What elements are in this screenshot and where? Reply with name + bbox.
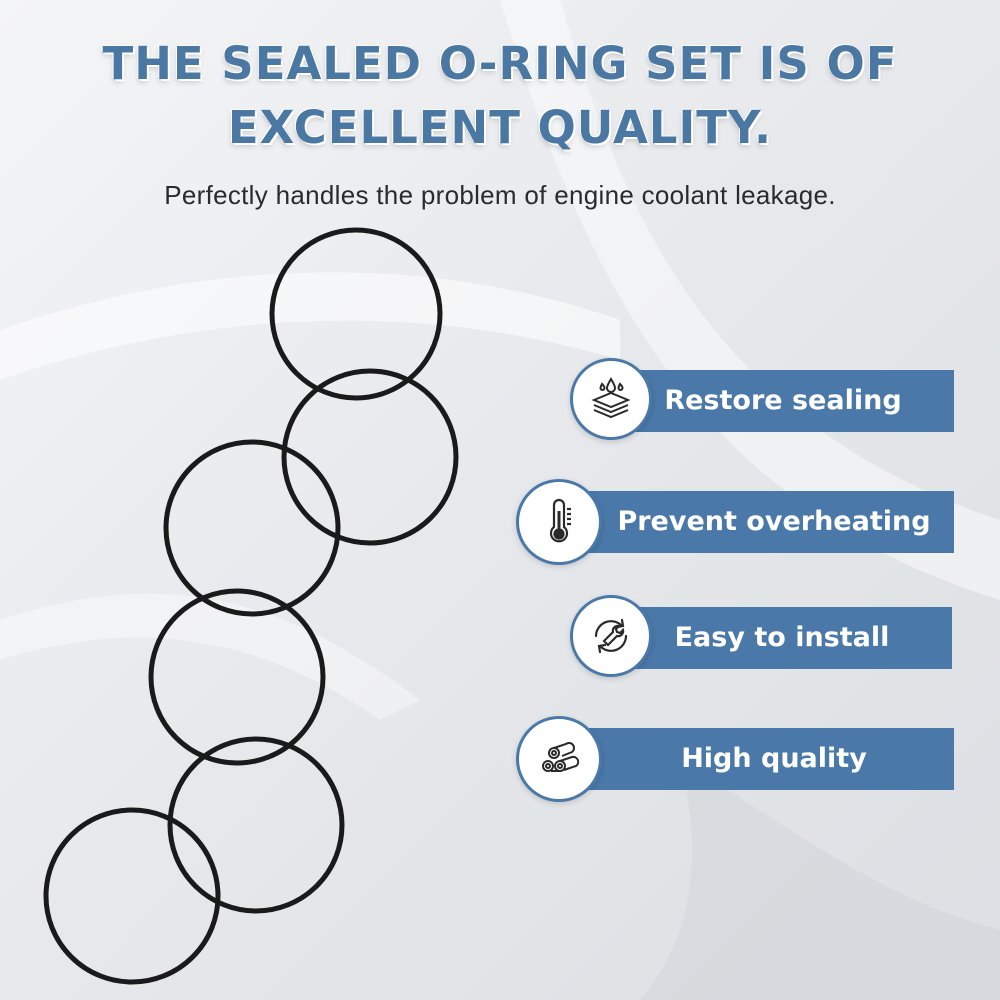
o-ring [43, 807, 221, 985]
headline-line-1: THE SEALED O-RING SET IS OF [102, 37, 898, 90]
o-ring [163, 439, 341, 617]
feature-label-bar: Easy to install [612, 607, 952, 669]
water-layers-icon [570, 358, 652, 440]
subtitle: Perfectly handles the problem of engine … [164, 180, 836, 210]
wrench-icon [570, 595, 652, 677]
feature-label-bar: High quality [558, 728, 954, 790]
feature-label: High quality [681, 743, 867, 774]
o-ring [281, 368, 459, 546]
feature-label: Restore sealing [664, 385, 902, 416]
o-ring [167, 736, 345, 914]
headline: THE SEALED O-RING SET IS OF EXCELLENT QU… [0, 32, 1000, 160]
feature-prevent-overheating: Prevent overheating [516, 479, 954, 565]
thermometer-icon [516, 479, 602, 565]
headline-line-2: EXCELLENT QUALITY. [227, 101, 773, 154]
feature-easy-to-install: Easy to install [570, 595, 952, 677]
o-ring [269, 227, 443, 401]
feature-label-bar: Restore sealing [612, 370, 954, 432]
feature-restore-sealing: Restore sealing [570, 358, 954, 440]
o-ring [148, 588, 326, 766]
feature-label: Prevent overheating [617, 506, 931, 537]
feature-label: Easy to install [674, 622, 890, 653]
feature-label-bar: Prevent overheating [558, 491, 954, 553]
pipes-icon [516, 716, 602, 802]
feature-high-quality: High quality [516, 716, 954, 802]
